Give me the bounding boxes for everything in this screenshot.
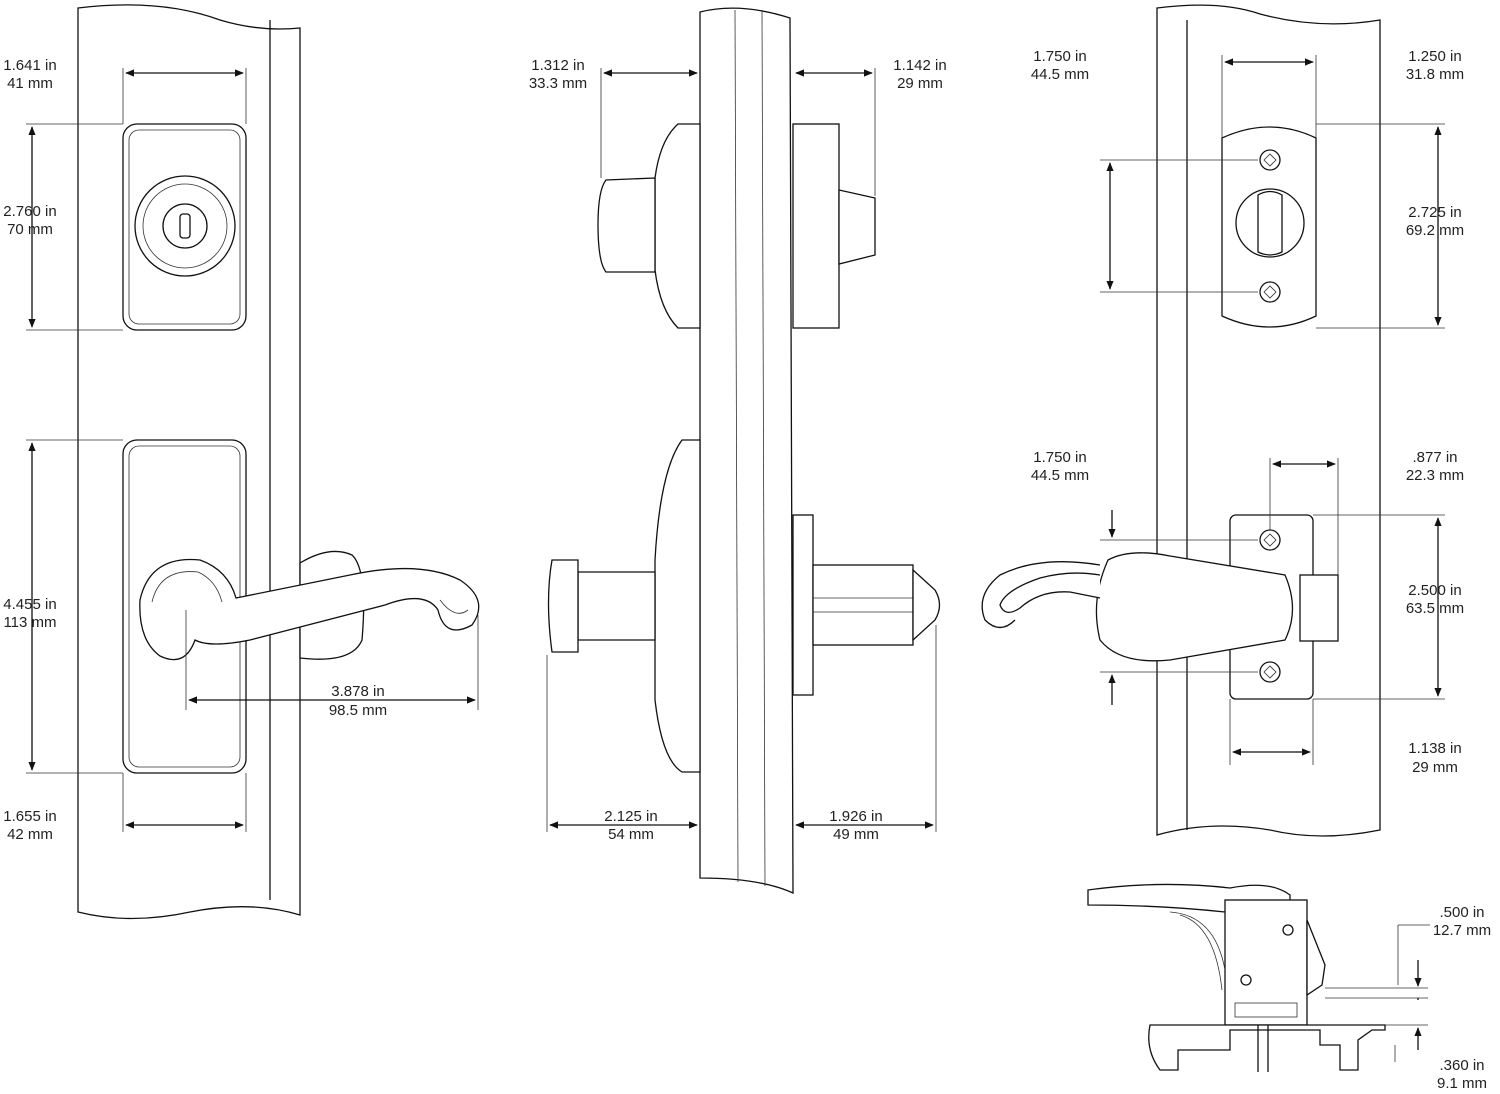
dim-deadbolt-width-mm: 31.8 mm: [1406, 66, 1464, 83]
detail-base-profile: [1148, 1024, 1386, 1071]
dim-lever-plate-height-mm: 113 mm: [3, 614, 56, 631]
dimension-labels: 1.641 in 41 mm 2.760 in 70 mm 4.455 in 1…: [3, 48, 1491, 1092]
dim-plate-width-bottom-in: 1.655 in: [3, 808, 56, 825]
key-cylinder-rose: [134, 175, 236, 277]
dim-latch-offset-mm: 22.3 mm: [1406, 467, 1464, 484]
dim-lever-reach-in: 3.878 in: [331, 683, 384, 700]
back-view: [981, 4, 1445, 837]
dim-deadbolt-height-in: 2.725 in: [1408, 204, 1461, 221]
dim-outer-proj-mm: 54 mm: [608, 826, 654, 843]
dim-inner-proj-in: 1.926 in: [829, 808, 882, 825]
dim-inner-proj-mm: 49 mm: [833, 826, 879, 843]
side-view: [546, 7, 941, 895]
dim-lever-clearance-in: .500 in: [1439, 904, 1484, 921]
dim-plate-width-top-mm: 41 mm: [7, 75, 53, 92]
thumbturn: [1257, 190, 1283, 256]
dim-key-cyl-proj-in: 1.312 in: [531, 57, 584, 74]
thumbturn-plate-profile: [792, 123, 840, 329]
screw-icon: [1259, 281, 1281, 303]
latch-body-profile: [812, 564, 914, 646]
latch-plate-profile: [792, 514, 814, 696]
dim-base-height-in: .360 in: [1439, 1057, 1484, 1074]
door-stile-back: [1156, 4, 1381, 837]
lever-hub-profile: [577, 571, 656, 641]
lever-end-profile: [547, 559, 579, 653]
thumbturn-rose: [1235, 188, 1305, 258]
dim-latch-width-in: 1.138 in: [1408, 740, 1461, 757]
dim-inside-proj-top-mm: 29 mm: [897, 75, 943, 92]
entry-lever: [139, 558, 480, 661]
door-stile-front: [77, 4, 301, 920]
dim-key-plate-height-in: 2.760 in: [3, 203, 56, 220]
dim-latch-width-mm: 29 mm: [1412, 759, 1458, 776]
dim-plate-width-bottom-mm: 42 mm: [7, 826, 53, 843]
latch-catch: [1299, 574, 1339, 642]
detail-latch-body: [1224, 899, 1308, 1026]
dim-key-cyl-proj-mm: 33.3 mm: [529, 75, 587, 92]
dim-latch-height-in: 2.500 in: [1408, 582, 1461, 599]
screw-icon: [1259, 661, 1281, 683]
key-plate-profile: [654, 123, 701, 329]
dim-outer-proj-in: 2.125 in: [604, 808, 657, 825]
dim-latch-offset-in: .877 in: [1412, 449, 1457, 466]
dim-key-plate-height-mm: 70 mm: [7, 221, 53, 238]
latch-knob-profile: [912, 568, 941, 642]
dim-base-height-mm: 9.1 mm: [1437, 1075, 1487, 1092]
lever-plate-profile: [654, 439, 701, 773]
dim-lever-clearance-mm: 12.7 mm: [1433, 922, 1491, 939]
dim-lever-plate-height-in: 4.455 in: [3, 596, 56, 613]
dim-screw-spacing-top-in: 1.750 in: [1033, 48, 1086, 65]
detail-view: [1087, 883, 1430, 1072]
key-cylinder-profile: [597, 177, 656, 273]
dim-lever-reach-mm: 98.5 mm: [329, 702, 387, 719]
dim-screw-spacing-bottom-in: 1.750 in: [1033, 449, 1086, 466]
screw-icon: [1259, 149, 1281, 171]
dim-inside-proj-top-in: 1.142 in: [893, 57, 946, 74]
dim-deadbolt-width-in: 1.250 in: [1408, 48, 1461, 65]
dim-screw-spacing-top-mm: 44.5 mm: [1031, 66, 1089, 83]
dim-plate-width-top-in: 1.641 in: [3, 57, 56, 74]
inside-lever-handle: [999, 572, 1101, 613]
key-plate: [122, 123, 247, 331]
inside-lever-hub: [1095, 552, 1294, 662]
dim-screw-spacing-bottom-mm: 44.5 mm: [1031, 467, 1089, 484]
front-view: [26, 4, 480, 920]
door-stile-side: [699, 7, 794, 895]
dim-deadbolt-height-mm: 69.2 mm: [1406, 222, 1464, 239]
dim-latch-height-mm: 63.5 mm: [1406, 600, 1464, 617]
thumbturn-profile: [838, 189, 876, 265]
keyhole-icon: [179, 213, 191, 239]
